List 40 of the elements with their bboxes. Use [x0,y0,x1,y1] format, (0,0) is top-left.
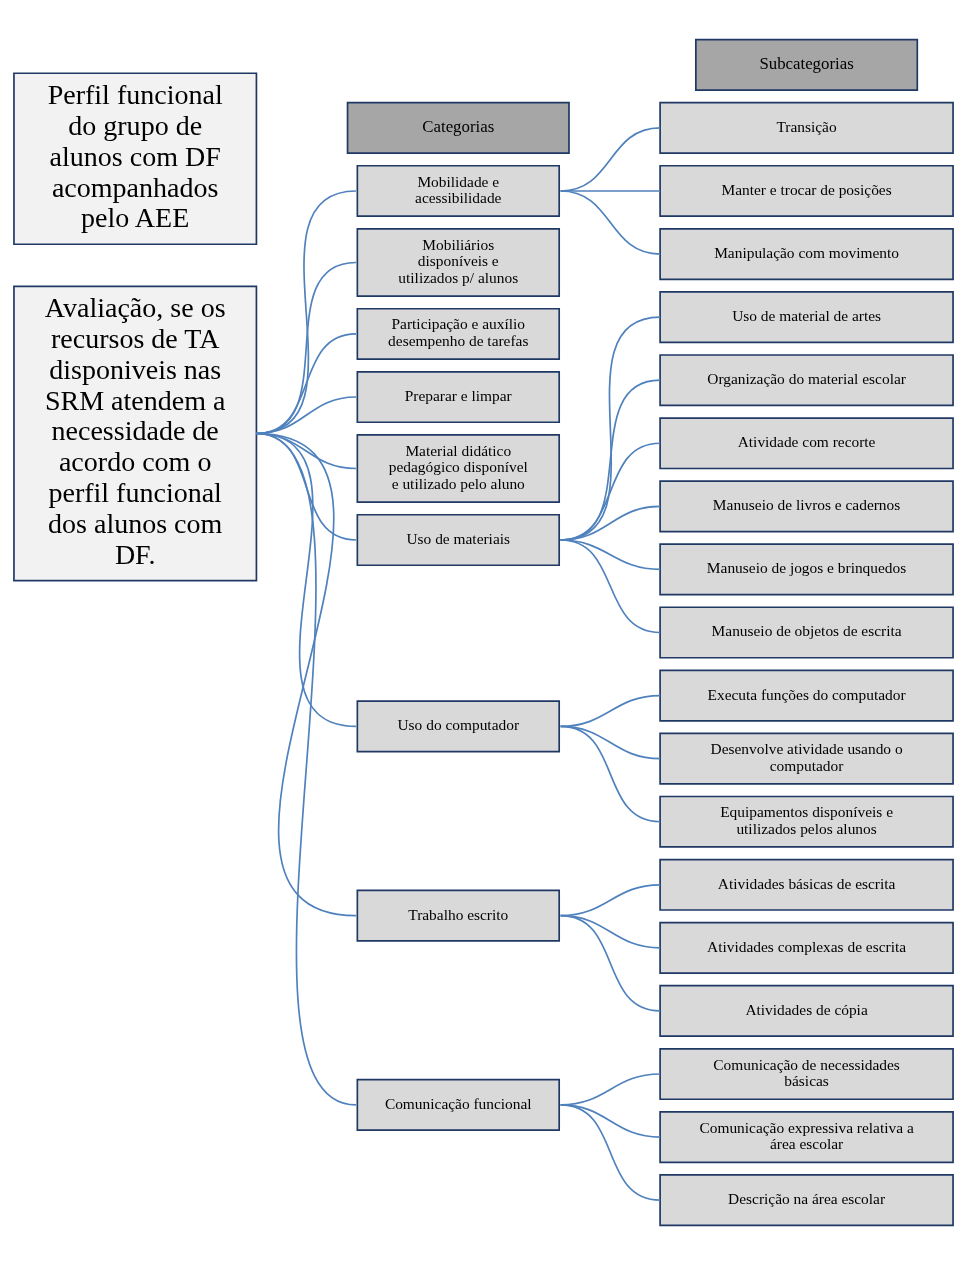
node-box: Trabalho escrito [356,889,561,942]
node-box: Uso de material de artes [659,291,954,344]
node-box: Material didático pedagógico disponível e utilizado pelo aluno [356,434,561,503]
node-box: Transição [659,101,954,154]
node-box: Comunicação funcional [356,1078,561,1131]
node-box: Descrição na área escolar [659,1174,954,1227]
node-box: Atividade com recorte [659,417,954,470]
node-box: Comunicação de necessidades básicas [659,1047,954,1101]
node-box: Uso do computador [356,700,561,753]
node-box: Mobilidade e acessibilidade [356,164,561,218]
node-box: Preparar e limpar [356,370,561,424]
connector [559,914,661,1012]
connector [255,190,357,435]
node-box: Equipamentos disponíveis e utilizados pelos alunos [659,795,954,848]
connector [255,432,357,1106]
connector [559,694,661,728]
node-box: Avaliação, se os recursos de TA disponiveis nas SRM atendem a necessidade de acordo com o perfil funcional dos alunos com DF. [13,285,258,582]
node-box: Manuseio de jogos e brinquedos [659,543,954,596]
node-box: Manuseio de objetos de escrita [659,606,954,659]
connector [559,725,661,823]
node-box: Perfil funcional do grupo de alunos com DF acompanhados pelo AEE [13,72,258,246]
node-box: Comunicação expressiva relativa a área escolar [659,1111,954,1164]
node-box: Organização do material escolar [659,354,954,407]
node-box: Uso de materiais [356,513,561,567]
node-box: Atividades de cópia [659,984,954,1037]
connector [559,190,661,255]
node-box: Executa funções do computador [659,669,954,722]
node-box: Atividades complexas de escrita [659,921,954,974]
node-box: Desenvolve atividade usando o computador [659,732,954,785]
node-box: Manipulação com movimento [659,228,954,281]
connector [255,261,357,435]
node-box: Manter e trocar de posições [659,164,954,218]
connector [559,539,661,634]
node-box: Categorias [346,101,570,154]
node-box: Mobiliários disponíveis e utilizados p/ alunos [356,228,561,297]
node-box: Atividades básicas de escrita [659,858,954,911]
connector [559,1104,661,1201]
node-box: Manuseio de livros e cadernos [659,480,954,533]
node-box: Participação e auxílio desempenho de tarefas [356,307,561,360]
node-box: Subcategorias [695,38,919,91]
